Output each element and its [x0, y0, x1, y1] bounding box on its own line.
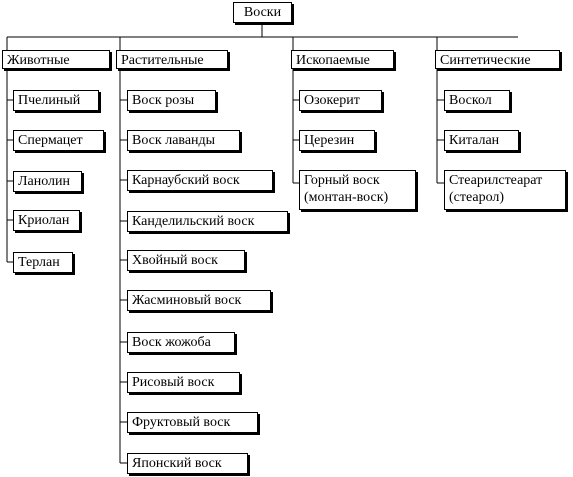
fossil-item: Церезин: [299, 130, 375, 151]
animal-item: Терлан: [13, 252, 73, 273]
animal-item: Спермацет: [13, 130, 104, 151]
category-fossil: Ископаемые: [291, 50, 394, 69]
plant-item: Воск лаванды: [127, 130, 240, 151]
plant-item: Фруктовый воск: [127, 412, 258, 433]
animal-item: Пчелиный: [13, 90, 99, 111]
synthetic-item: Воскол: [444, 90, 510, 111]
root-node: Воски: [233, 2, 292, 23]
plant-item: Жасминовый воск: [127, 290, 271, 311]
category-synthetic: Синтетические: [435, 50, 560, 69]
plant-item: Японский воск: [127, 453, 248, 474]
animal-item: Криолан: [13, 210, 80, 231]
plant-item: Карнаубский воск: [127, 170, 273, 191]
plant-item: Рисовый воск: [127, 372, 240, 393]
fossil-item: Озокерит: [299, 90, 382, 111]
category-animal: Животные: [2, 50, 110, 69]
plant-item: Хвойный воск: [127, 250, 245, 271]
category-plant: Растительные: [116, 50, 228, 69]
plant-item: Канделильский воск: [127, 211, 288, 232]
plant-item: Воск розы: [127, 90, 216, 111]
animal-item: Ланолин: [13, 171, 82, 192]
fossil-item: Горный воск (монтан-воск): [299, 170, 416, 210]
synthetic-item: Стеарилстеарат (стеарол): [444, 170, 566, 210]
plant-item: Воск жожоба: [127, 332, 235, 353]
synthetic-item: Киталан: [444, 130, 519, 151]
